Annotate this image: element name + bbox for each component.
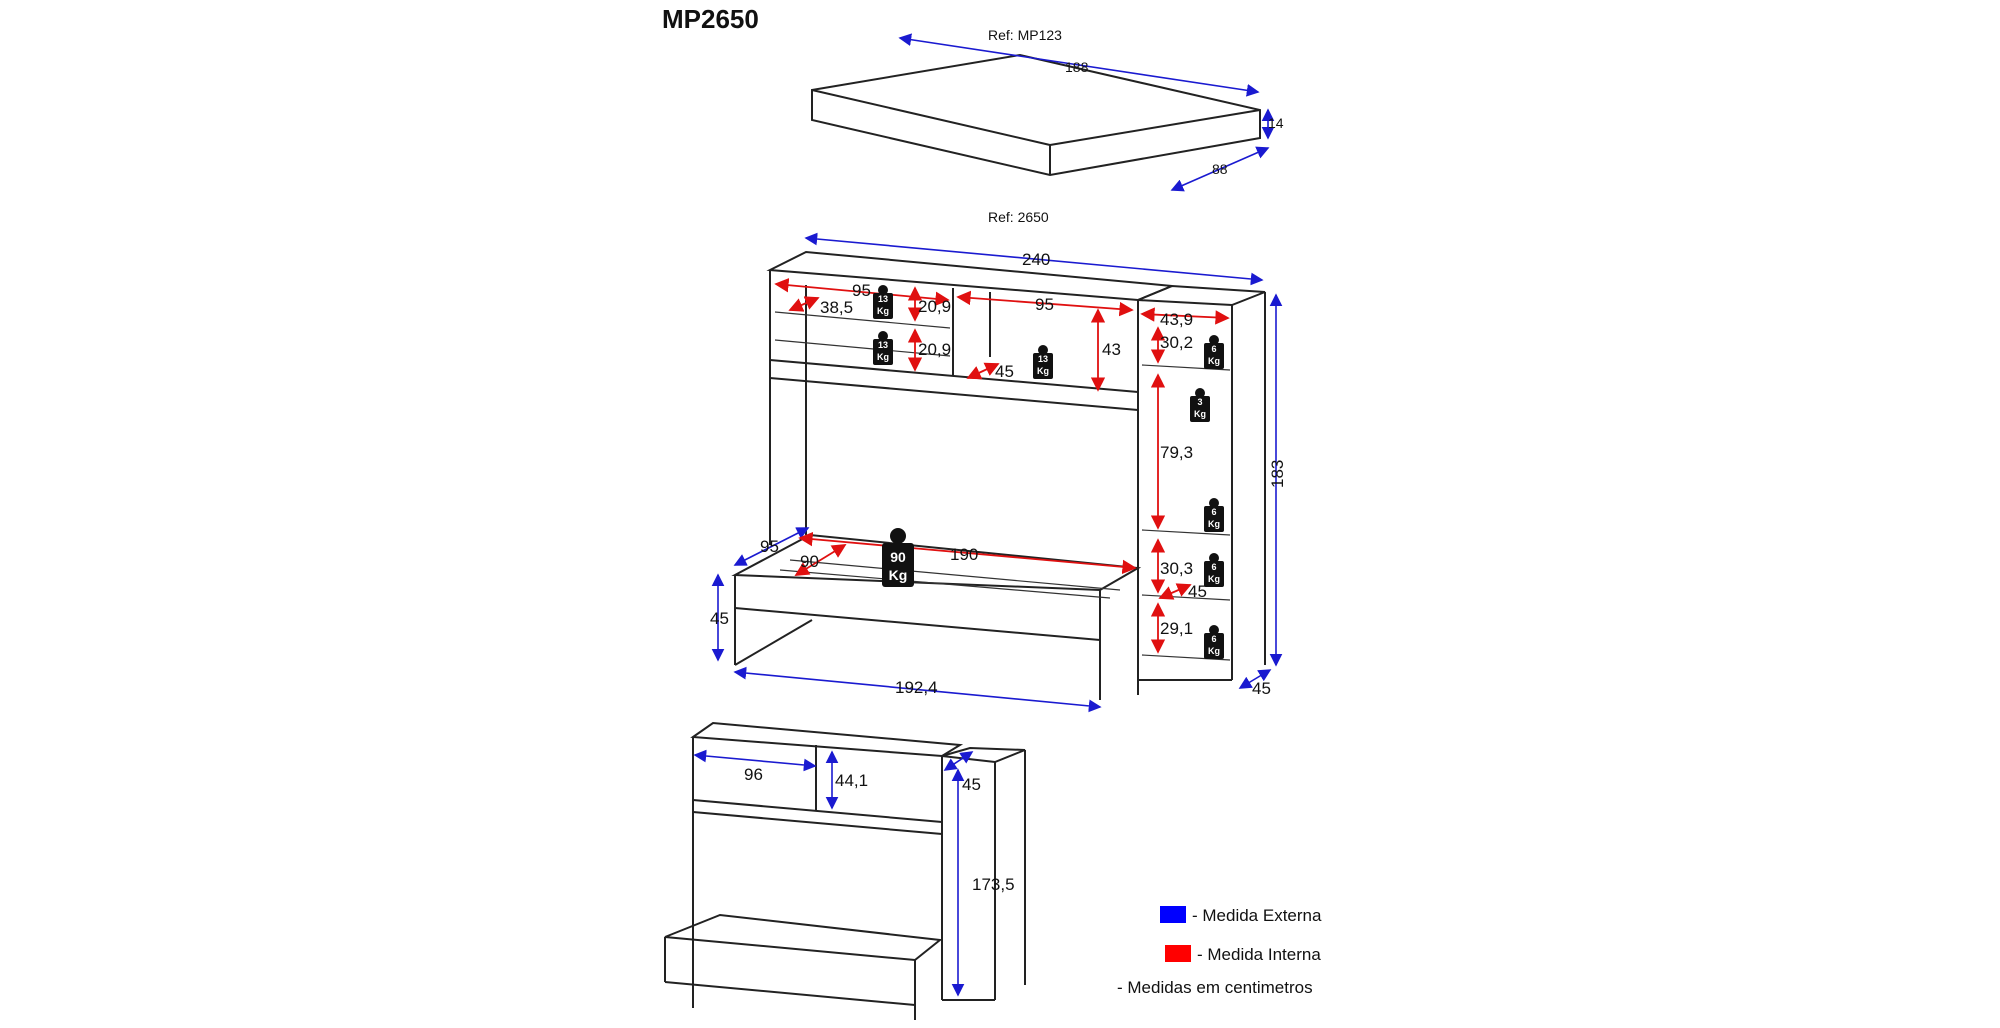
- svg-text:13: 13: [878, 340, 888, 350]
- top-piece-ref: Ref: MP123: [988, 27, 1062, 43]
- svg-text:Kg: Kg: [1208, 574, 1220, 584]
- col-h3: 30,3: [1160, 559, 1193, 578]
- legend-internal: - Medida Interna: [1197, 945, 1321, 964]
- shelf-mid-width: 95: [1035, 295, 1054, 314]
- col-depth: 45: [1188, 582, 1207, 601]
- col-h4: 29,1: [1160, 619, 1193, 638]
- main-depth-right: 45: [1252, 679, 1271, 698]
- legend-external: - Medida Externa: [1192, 906, 1322, 925]
- col-width: 43,9: [1160, 310, 1193, 329]
- svg-text:Kg: Kg: [877, 352, 889, 362]
- top-piece-depth: 88: [1212, 161, 1228, 177]
- shelf-left-depth: 38,5: [820, 298, 853, 317]
- col-h2: 79,3: [1160, 443, 1193, 462]
- shelf-mid-height: 43: [1102, 340, 1121, 359]
- main-piece-drawing: Ref: 2650 240 183 45 95 45 192,4 95: [710, 209, 1287, 713]
- svg-text:6: 6: [1211, 634, 1216, 644]
- shelf-left-width: 95: [852, 281, 871, 300]
- closed-view-drawing: 96 44,1 45 173,5: [664, 721, 1026, 1020]
- top-piece-drawing: Ref: MP123 188 14 88: [811, 27, 1284, 192]
- shelf-mid-depth: 45: [995, 362, 1014, 381]
- svg-text:Kg: Kg: [1208, 519, 1220, 529]
- svg-text:Kg: Kg: [877, 306, 889, 316]
- bed-length-ext: 192,4: [895, 678, 938, 697]
- main-height: 183: [1268, 460, 1287, 488]
- weight-icon: 6Kg: [1204, 335, 1224, 369]
- closed-col-height: 173,5: [972, 875, 1015, 894]
- closed-col-depth: 45: [962, 775, 981, 794]
- svg-text:Kg: Kg: [1208, 646, 1220, 656]
- door-width: 96: [744, 765, 763, 784]
- svg-text:13: 13: [878, 294, 888, 304]
- svg-text:6: 6: [1211, 562, 1216, 572]
- svg-text:13: 13: [1038, 354, 1048, 364]
- bed-height: 45: [710, 609, 729, 628]
- hanger-weight-icon: 3Kg: [1190, 388, 1210, 422]
- svg-text:Kg: Kg: [1037, 366, 1049, 376]
- product-title: MP2650: [662, 4, 759, 34]
- svg-text:90: 90: [890, 549, 906, 565]
- shelf-left-h1: 20,9: [918, 297, 951, 316]
- weight-icon: 6Kg: [1204, 553, 1224, 587]
- main-piece-ref: Ref: 2650: [988, 209, 1049, 225]
- external-swatch: [1160, 906, 1186, 923]
- top-piece-height: 14: [1268, 115, 1284, 131]
- main-width: 240: [1022, 250, 1050, 269]
- svg-text:3: 3: [1197, 397, 1202, 407]
- bed-depth-ext: 95: [760, 537, 779, 556]
- svg-text:Kg: Kg: [1194, 409, 1206, 419]
- svg-text:Kg: Kg: [1208, 356, 1220, 366]
- legend: - Medida Externa - Medida Interna - Medi…: [1117, 906, 1322, 997]
- legend-note: - Medidas em centimetros: [1117, 978, 1313, 997]
- door-height: 44,1: [835, 771, 868, 790]
- bed-depth-int: 90: [800, 552, 819, 571]
- svg-text:6: 6: [1211, 507, 1216, 517]
- weight-icon: 6Kg: [1204, 625, 1224, 659]
- svg-text:6: 6: [1211, 344, 1216, 354]
- top-piece-width: 188: [1065, 59, 1089, 75]
- weight-icon: 6Kg: [1204, 498, 1224, 532]
- internal-swatch: [1165, 945, 1191, 962]
- bed-length-int: 190: [950, 545, 978, 564]
- col-h1: 30,2: [1160, 333, 1193, 352]
- svg-text:Kg: Kg: [889, 567, 908, 583]
- shelf-left-h2: 20,9: [918, 340, 951, 359]
